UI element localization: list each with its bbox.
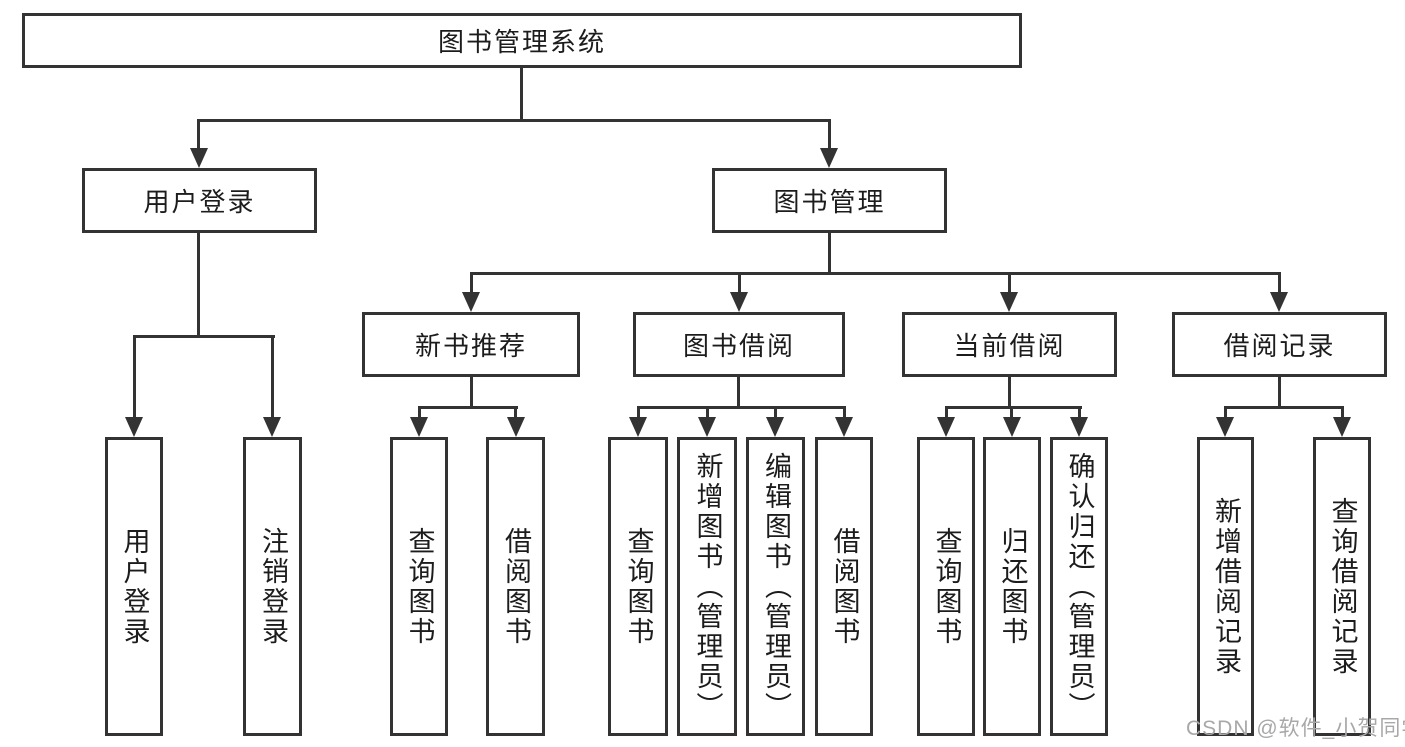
arrow-down-icon (1003, 417, 1021, 437)
node-label: 图书管理系统 (437, 27, 606, 57)
connector-root-crossbar (197, 119, 831, 122)
leaf-return-books: 归还图书 (983, 437, 1041, 736)
leaf-logout: 注销登录 (243, 437, 302, 736)
node-label: 当前借阅 (953, 331, 1066, 361)
leaf-add-borrow-record: 新增借阅记录 (1197, 437, 1254, 736)
connector-leaf-drop (1078, 406, 1081, 418)
arrow-down-icon (835, 417, 853, 437)
connector-book-mgmt-stem (828, 233, 831, 274)
leaf-label: 查询借阅记录 (1327, 496, 1358, 677)
connector-leaf-drop (133, 335, 136, 419)
leaf-label: 注销登录 (258, 526, 288, 647)
connector-user-login-crossbar (133, 335, 275, 338)
node-borrowing-records: 借阅记录 (1172, 312, 1387, 377)
arrow-down-icon (1216, 417, 1234, 437)
node-book-borrowing: 图书借阅 (633, 312, 845, 377)
connector-leaf-drop (1224, 406, 1227, 418)
connector-leaf-drop (514, 406, 517, 418)
leaf-add-books-admin: 新增图书（管理员） (677, 437, 737, 736)
leaf-label: 新增借阅记录 (1211, 496, 1241, 677)
leaf-label: 查询图书 (623, 526, 654, 647)
connector-book-mgmt-drop (828, 119, 831, 150)
connector-level3-drop (470, 272, 473, 294)
connector-level3-drop (1008, 272, 1011, 294)
arrow-down-icon (410, 417, 428, 437)
node-label: 借阅记录 (1223, 331, 1336, 361)
arrow-down-icon (937, 417, 955, 437)
leaf-confirm-return-admin: 确认归还（管理员） (1050, 437, 1108, 736)
arrow-down-icon (190, 148, 208, 168)
arrow-down-icon (263, 417, 281, 437)
arrow-down-icon (730, 292, 748, 312)
leaf-query-books-current: 查询图书 (917, 437, 975, 736)
connector-level3-drop (1278, 272, 1281, 294)
csdn-watermark: CSDN @软件_小贺同学 (1186, 717, 1405, 740)
connector-book-borrow-crossbar (637, 406, 846, 409)
connector-leaf-drop (945, 406, 948, 418)
leaf-borrow-books-recommend: 借阅图书 (486, 437, 545, 736)
connector-leaf-drop (418, 406, 421, 418)
leaf-query-books-recommend: 查询图书 (390, 437, 448, 736)
arrow-down-icon (1270, 292, 1288, 312)
connector-leaf-drop (706, 406, 709, 418)
arrow-down-icon (629, 417, 647, 437)
leaf-label: 借阅图书 (829, 526, 860, 647)
node-label: 图书管理 (773, 187, 886, 217)
leaf-label: 归还图书 (997, 526, 1028, 647)
connector-level3-drop (738, 272, 741, 294)
leaf-label: 查询图书 (404, 526, 435, 647)
connector-leaf-drop (271, 335, 274, 419)
leaf-edit-books-admin: 编辑图书（管理员） (746, 437, 805, 736)
connector-book-borrow-stem (737, 377, 740, 408)
arrow-down-icon (1000, 292, 1018, 312)
node-label: 图书借阅 (682, 331, 795, 361)
arrow-down-icon (507, 417, 525, 437)
leaf-borrow-books: 借阅图书 (815, 437, 873, 736)
leaf-query-borrow-record: 查询借阅记录 (1313, 437, 1371, 736)
leaf-query-books-borrowing: 查询图书 (608, 437, 668, 736)
connector-records-stem (1278, 377, 1281, 408)
arrow-down-icon (766, 417, 784, 437)
leaf-user-login: 用户登录 (105, 437, 163, 736)
leaf-label: 编辑图书（管理员） (761, 451, 791, 722)
connector-leaf-drop (1010, 406, 1013, 418)
connector-user-login-drop (197, 119, 200, 150)
node-user-login: 用户登录 (82, 168, 317, 233)
leaf-label: 新增图书（管理员） (692, 451, 723, 722)
connector-new-book-stem (470, 377, 473, 408)
connector-user-login-stem (197, 233, 200, 337)
arrow-down-icon (125, 417, 143, 437)
connector-leaf-drop (637, 406, 640, 418)
arrow-down-icon (462, 292, 480, 312)
node-library-management-system: 图书管理系统 (22, 13, 1022, 68)
node-current-borrowing: 当前借阅 (902, 312, 1117, 377)
connector-leaf-drop (843, 406, 846, 418)
leaf-label: 确认归还（管理员） (1064, 451, 1095, 722)
node-new-book-recommend: 新书推荐 (362, 312, 580, 377)
node-book-management: 图书管理 (712, 168, 947, 233)
connector-leaf-drop (774, 406, 777, 418)
connector-current-borrow-crossbar (945, 406, 1082, 409)
node-label: 用户登录 (143, 187, 256, 217)
arrow-down-icon (698, 417, 716, 437)
connector-leaf-drop (1341, 406, 1344, 418)
connector-records-crossbar (1224, 406, 1344, 409)
leaf-label: 借阅图书 (501, 526, 531, 647)
connector-new-book-crossbar (418, 406, 518, 409)
leaf-label: 用户登录 (119, 526, 150, 647)
connector-book-mgmt-crossbar (470, 272, 1280, 275)
node-label: 新书推荐 (414, 331, 527, 361)
arrow-down-icon (1070, 417, 1088, 437)
arrow-down-icon (820, 148, 838, 168)
arrow-down-icon (1333, 417, 1351, 437)
connector-root-stem (520, 66, 523, 120)
leaf-label: 查询图书 (931, 526, 962, 647)
connector-current-borrow-stem (1008, 377, 1011, 408)
